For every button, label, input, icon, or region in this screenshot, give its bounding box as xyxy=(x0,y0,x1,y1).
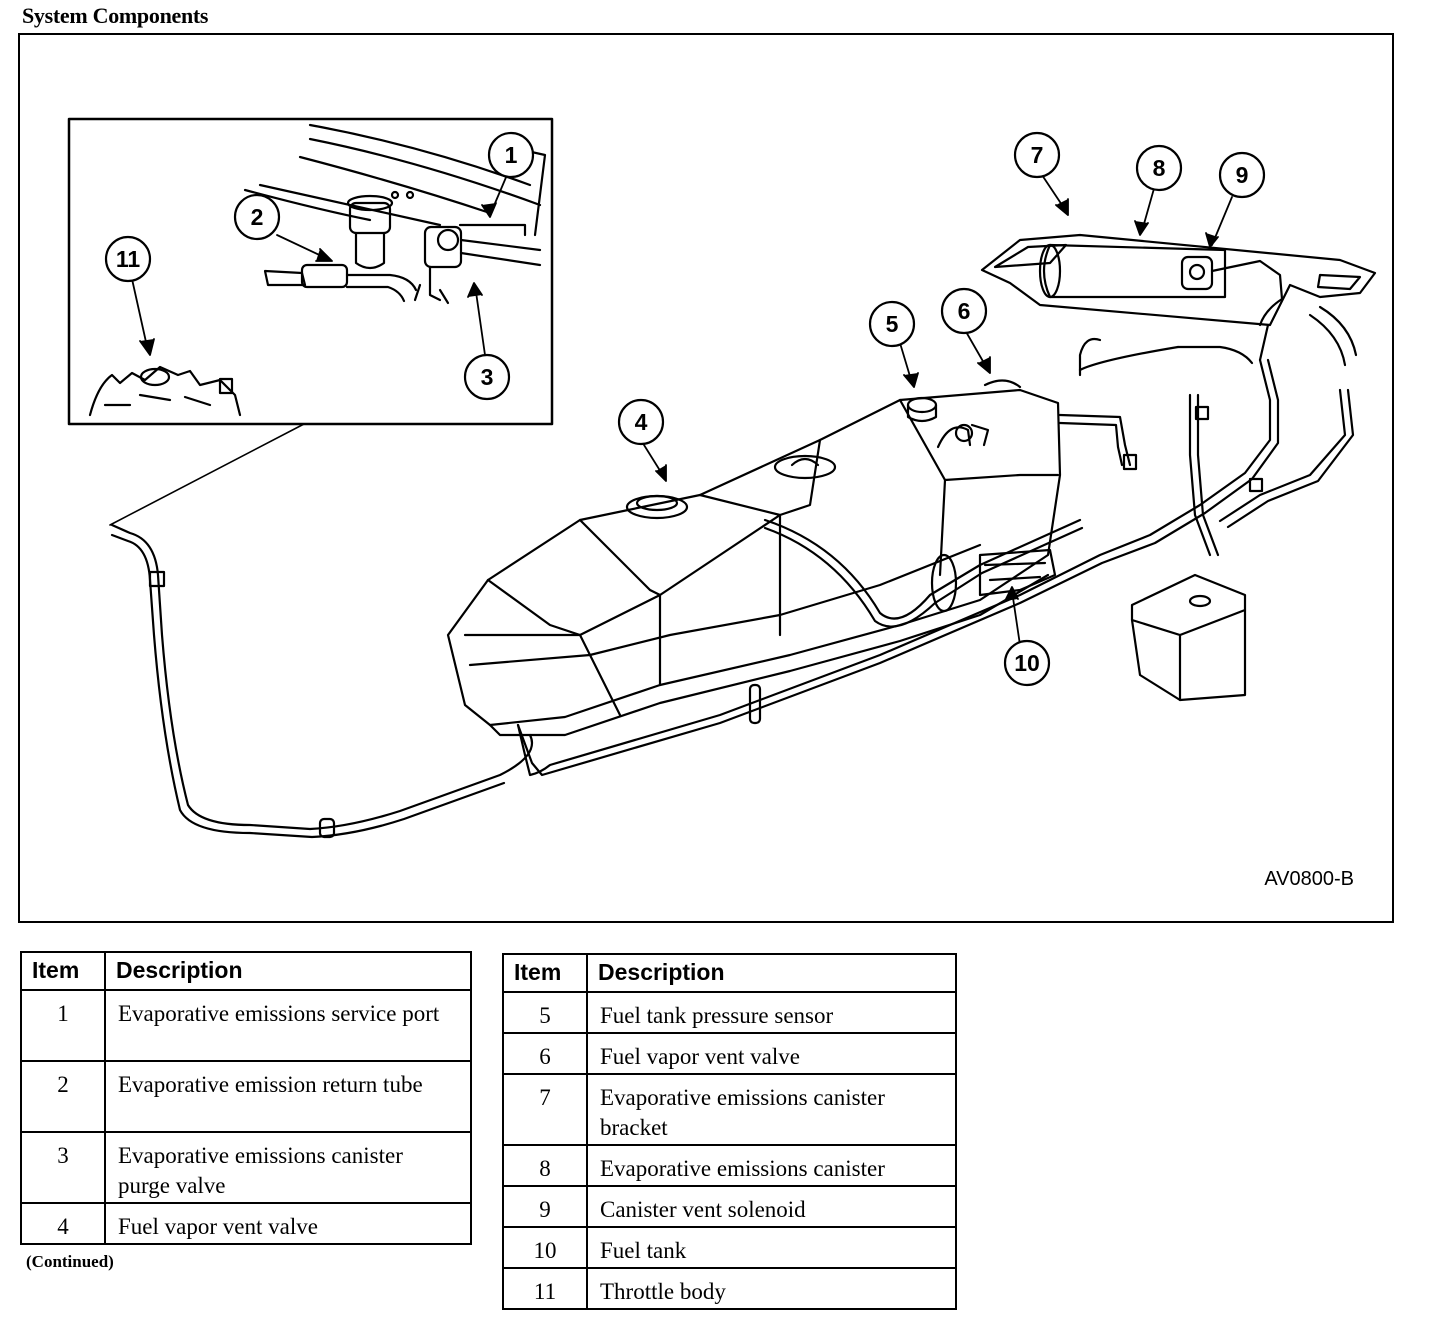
inset-box xyxy=(67,117,554,426)
item-description: Throttle body xyxy=(586,1267,957,1310)
callout-circle-7 xyxy=(1013,131,1061,179)
callout-circle-6 xyxy=(940,287,988,335)
item-number: 10 xyxy=(502,1226,588,1269)
legend-header-row: Item Description xyxy=(20,951,472,991)
item-column-header: Item xyxy=(20,951,106,991)
inset-throttle-body xyxy=(88,365,242,417)
legend-row: 2 Evaporative emission return tube xyxy=(20,1060,472,1133)
item-number: 8 xyxy=(502,1144,588,1187)
item-description: Fuel tank xyxy=(586,1226,957,1269)
pressure-sensor xyxy=(906,396,938,423)
callout-circle-8 xyxy=(1135,144,1183,192)
item-description: Evaporative emissions service port xyxy=(104,989,472,1062)
legend-header-row: Item Description xyxy=(502,953,957,993)
item-description: Evaporative emissions canister xyxy=(586,1144,957,1187)
callout-6: 6 xyxy=(958,298,971,324)
item-column-header: Item xyxy=(502,953,588,993)
item-number: 4 xyxy=(20,1202,106,1245)
inset-return-tube xyxy=(263,263,418,303)
item-number: 9 xyxy=(502,1185,588,1228)
callout-3: 3 xyxy=(481,364,494,390)
item-description: Fuel vapor vent valve xyxy=(104,1202,472,1245)
callout-labels: 1 2 3 4 5 6 7 8 9 10 11 xyxy=(116,142,1249,676)
vent-solenoid xyxy=(1180,255,1284,327)
description-column-header: Description xyxy=(586,953,957,993)
vapor-lines xyxy=(110,337,1280,839)
inset-purge-valve xyxy=(346,190,542,305)
legend-table-right: Item Description 5 Fuel tank pressure se… xyxy=(502,953,957,1310)
callout-circle-10 xyxy=(1003,639,1051,687)
callout-circle-4 xyxy=(617,398,665,446)
callout-10: 10 xyxy=(1014,650,1040,676)
legend-row: 3 Evaporative emissions canister purge v… xyxy=(20,1131,472,1204)
callout-circle-1 xyxy=(487,131,535,179)
callout-circle-5 xyxy=(868,300,916,348)
air-filter-box xyxy=(1130,573,1247,702)
legend-row: 10 Fuel tank xyxy=(502,1226,957,1269)
callout-9: 9 xyxy=(1236,162,1249,188)
figure-code: AV0800-B xyxy=(1264,868,1354,890)
item-description: Canister vent solenoid xyxy=(586,1185,957,1228)
canister-hoses xyxy=(1188,305,1358,557)
fuel-pump-module xyxy=(625,454,837,520)
callout-5: 5 xyxy=(886,311,899,337)
legend-row: 11 Throttle body xyxy=(502,1267,957,1310)
legend-row: 7 Evaporative emissions canister bracket xyxy=(502,1073,957,1146)
item-number: 5 xyxy=(502,991,588,1034)
callout-11: 11 xyxy=(116,246,141,272)
callout-circle-3 xyxy=(463,353,511,401)
continued-note: (Continued) xyxy=(26,1252,114,1271)
canister xyxy=(1038,243,1227,299)
item-number: 7 xyxy=(502,1073,588,1146)
callout-2: 2 xyxy=(251,204,264,230)
item-number: 6 xyxy=(502,1032,588,1075)
legend-row: 6 Fuel vapor vent valve xyxy=(502,1032,957,1075)
item-number: 3 xyxy=(20,1131,106,1204)
system-diagram: 1 2 3 4 5 6 7 8 9 10 11 xyxy=(67,117,1377,839)
callout-7: 7 xyxy=(1031,142,1044,168)
item-description: Evaporative emissions canister purge val… xyxy=(104,1131,472,1204)
callout-circle-11 xyxy=(104,235,152,283)
vent-valve-rear xyxy=(936,379,1022,449)
item-number: 2 xyxy=(20,1060,106,1133)
item-description: Evaporative emissions canister bracket xyxy=(586,1073,957,1146)
description-column-header: Description xyxy=(104,951,472,991)
item-number: 11 xyxy=(502,1267,588,1310)
legend-row: 5 Fuel tank pressure sensor xyxy=(502,991,957,1034)
callouts xyxy=(104,131,1266,687)
legend-table-left: Item Description 1 Evaporative emissions… xyxy=(20,951,472,1245)
fuel-tank-body xyxy=(446,388,1062,737)
inset-leader-line xyxy=(109,423,305,526)
callout-arrows xyxy=(131,174,1233,646)
legend-row: 1 Evaporative emissions service port xyxy=(20,989,472,1062)
page-title: System Components xyxy=(22,3,209,28)
callout-circle-9 xyxy=(1218,151,1266,199)
legend-row: 8 Evaporative emissions canister xyxy=(502,1144,957,1187)
item-number: 1 xyxy=(20,989,106,1062)
legend-row: 9 Canister vent solenoid xyxy=(502,1185,957,1228)
callout-circle-2 xyxy=(233,193,281,241)
callout-4: 4 xyxy=(635,409,648,435)
callout-8: 8 xyxy=(1153,155,1166,181)
diagram-frame: 1 2 3 4 5 6 7 8 9 10 11 AV0800-B xyxy=(18,33,1394,923)
item-description: Evaporative emission return tube xyxy=(104,1060,472,1133)
item-description: Fuel tank pressure sensor xyxy=(586,991,957,1034)
item-description: Fuel vapor vent valve xyxy=(586,1032,957,1075)
callout-1: 1 xyxy=(505,142,518,168)
legend-row: 4 Fuel vapor vent valve xyxy=(20,1202,472,1245)
